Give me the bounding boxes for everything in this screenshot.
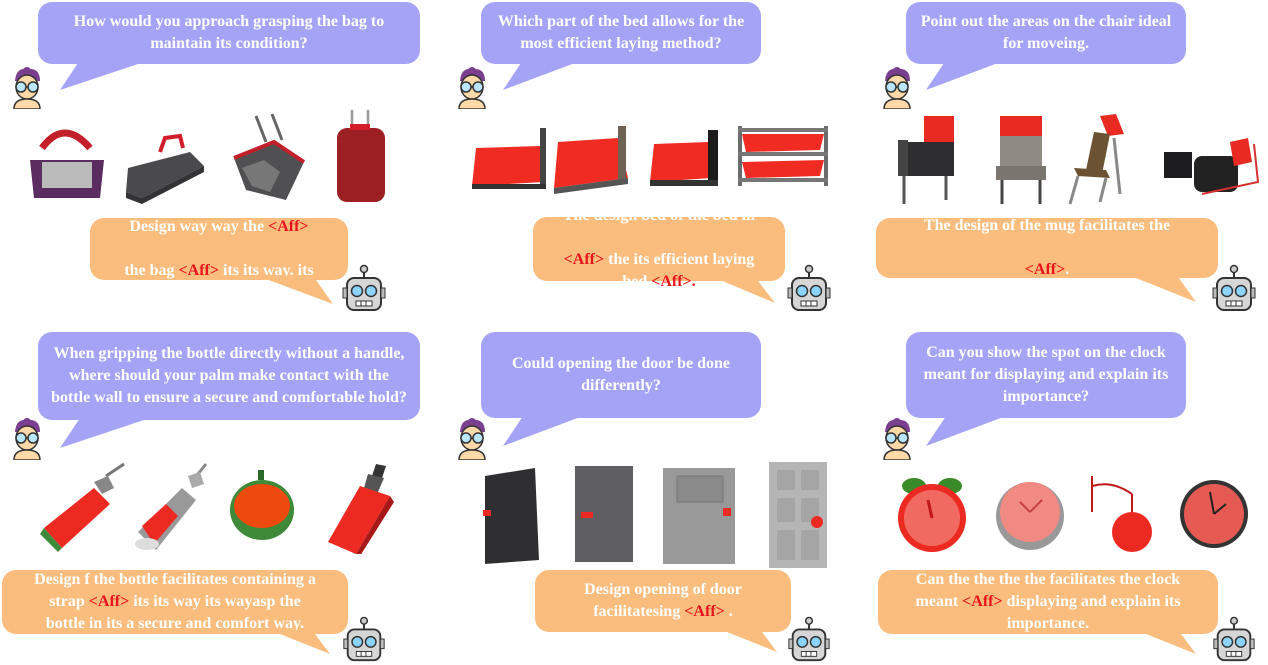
aff-token: <Aff> — [962, 593, 1003, 610]
user-avatar-icon — [458, 67, 486, 109]
answer-bubble: Design way way the <Aff>the bag <Aff> it… — [90, 218, 348, 280]
bed-object — [472, 126, 828, 194]
question-bubble: How would you approach grasping the bag … — [38, 2, 420, 64]
answer-bubble-tail — [1136, 630, 1196, 654]
answer-bubble-tail — [1126, 274, 1196, 302]
bottle-object — [40, 462, 394, 554]
panel-bed: Which part of the bed allows for the mos… — [423, 0, 843, 332]
panel-bottle: When gripping the bottle directly withou… — [0, 332, 420, 664]
answer-fragment: the bag — [124, 262, 179, 279]
chair-object — [898, 114, 1260, 205]
panel-chair: Point out the areas on the chair ideal f… — [846, 0, 1266, 332]
answer-bubble-tail — [270, 630, 330, 654]
answer-bubble-tail — [258, 276, 333, 304]
answer-bubble: The design bed of the bed in <Aff> the it… — [533, 207, 785, 290]
question-text: Which part of the bed allows for the mos… — [497, 13, 745, 52]
answer-bubble: The design of the mug facilitates the <Af… — [876, 215, 1218, 281]
question-bubble: Can you show the spot on the clock meant… — [906, 332, 1186, 418]
answer-fragment: Design f the bottle facilitates containi… — [34, 571, 316, 610]
aff-token: <Aff> — [684, 603, 725, 620]
question-bubble-tail — [503, 416, 583, 446]
aff-token: <Aff> — [268, 218, 309, 235]
question-bubble: Point out the areas on the chair ideal f… — [906, 2, 1186, 64]
panel-bag: How would you approach grasping the bag … — [0, 0, 420, 332]
answer-text: Can the the the the facilitates the cloc… — [916, 569, 1181, 635]
question-bubble: When gripping the bottle directly withou… — [38, 332, 420, 420]
answer-text: Design way way the <Aff>the bag <Aff> it… — [124, 216, 313, 282]
question-bubble-tail — [926, 60, 1006, 90]
answer-bubble: Can the the the the facilitates the cloc… — [878, 570, 1218, 634]
robot-icon — [343, 616, 385, 662]
question-bubble: Which part of the bed allows for the mos… — [481, 2, 761, 64]
user-avatar-icon — [883, 67, 911, 109]
question-bubble-tail — [60, 60, 150, 90]
robot-icon — [342, 264, 386, 311]
answer-bubble-tail — [717, 628, 777, 652]
aff-token: <Aff> — [178, 262, 219, 279]
answer-fragment: The design of the mug facilitates the — [923, 217, 1171, 234]
robot-icon — [787, 264, 831, 311]
panel-clock: Can you show the spot on the clock meant… — [846, 332, 1266, 664]
robot-icon — [788, 616, 830, 662]
robot-icon — [1212, 264, 1256, 311]
answer-fragment: . — [724, 603, 733, 620]
answer-text: The design bed of the bed in <Aff> the it… — [563, 205, 755, 293]
object-row — [894, 112, 1266, 208]
user-avatar-icon — [13, 67, 41, 109]
question-text: How would you approach grasping the bag … — [73, 13, 385, 52]
question-text: When gripping the bottle directly withou… — [51, 345, 407, 406]
answer-bubble-tail — [713, 277, 775, 303]
question-text: Point out the areas on the chair ideal f… — [920, 13, 1172, 52]
question-bubble-tail — [503, 60, 583, 90]
user-avatar-icon — [458, 418, 486, 460]
object-row — [892, 472, 1252, 558]
question-bubble-tail — [926, 416, 1006, 446]
answer-fragment: Can the the the the facilitates the cloc… — [915, 571, 1181, 610]
answer-text: Design f the bottle facilitates containi… — [34, 569, 316, 635]
question-bubble-tail — [60, 418, 150, 448]
user-avatar-icon — [883, 418, 911, 460]
robot-icon — [1213, 616, 1255, 662]
object-row — [38, 462, 398, 554]
aff-token: <Aff>. — [651, 273, 696, 290]
answer-text: The design of the mug facilitates the <Af… — [924, 215, 1170, 281]
answer-fragment: . — [1065, 261, 1070, 278]
answer-bubble: Design f the bottle facilitates containi… — [2, 570, 348, 634]
question-bubble: Could opening the door be done different… — [481, 332, 761, 418]
bag-object — [30, 110, 385, 204]
aff-token: <Aff> — [1024, 261, 1066, 278]
aff-token: <Aff> — [563, 251, 605, 268]
object-row — [479, 460, 829, 570]
question-text: Can you show the spot on the clock meant… — [923, 344, 1169, 405]
question-text: Could opening the door be done different… — [512, 355, 730, 394]
answer-fragment: its its way. its — [219, 262, 314, 279]
aff-token: <Aff> — [88, 593, 130, 610]
panel-door: Could opening the door be done different… — [423, 332, 843, 664]
object-row — [468, 118, 838, 200]
clock-object — [898, 476, 1248, 552]
object-row — [20, 108, 420, 204]
user-avatar-icon — [13, 418, 41, 460]
answer-fragment: Design way way the — [129, 218, 269, 235]
answer-fragment: The design bed of the bed in — [562, 207, 756, 224]
door-object — [483, 462, 827, 568]
